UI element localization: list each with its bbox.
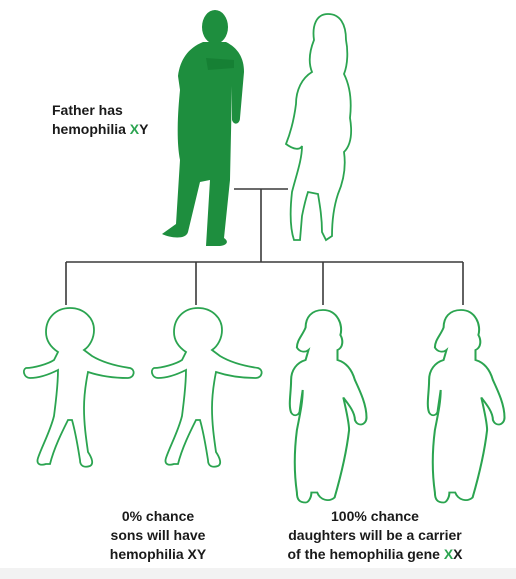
father-y-chromosome: Y [139,121,148,137]
father-label-line2: hemophilia XY [52,120,148,139]
bottom-strip [0,568,516,579]
son-outline-1 [24,308,134,467]
daughters-label-line1: 100% chance [266,507,484,526]
sons-label: 0% chance sons will have hemophilia XY [78,507,238,564]
mother-outline [286,14,351,240]
connector-lines [66,189,463,305]
daughter-figure-1 [290,310,367,503]
father-x-chromosome: X [130,121,139,137]
daughters-x1-chromosome: X [444,546,453,562]
sons-label-line3: hemophilia XY [78,545,238,564]
father-silhouette [162,10,244,246]
son-outline-2 [152,308,262,467]
daughters-label-line2: daughters will be a carrier [266,526,484,545]
daughter-figure-2 [428,310,505,503]
daughters-label: 100% chance daughters will be a carrier … [266,507,484,564]
daughters-label-line3: of the hemophilia gene XX [266,545,484,564]
daughters-label-prefix: of the hemophilia gene [287,546,443,562]
sons-label-line2: sons will have [78,526,238,545]
father-label: Father has hemophilia XY [52,101,148,139]
father-label-line1: Father has [52,101,148,120]
father-label-prefix: hemophilia [52,121,130,137]
sons-label-line1: 0% chance [78,507,238,526]
daughters-x2-chromosome: X [453,546,462,562]
